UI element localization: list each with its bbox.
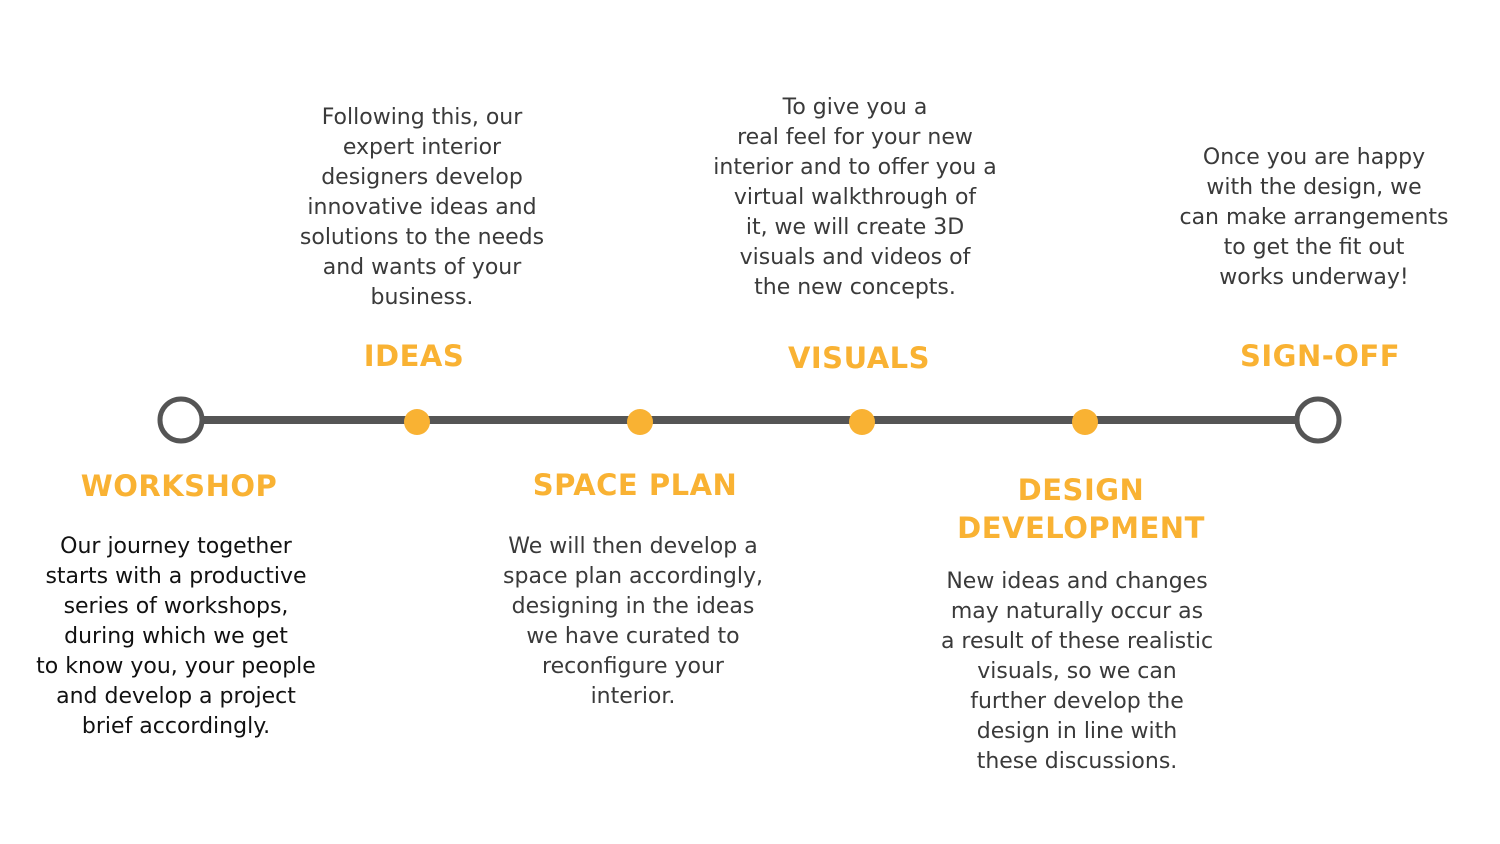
- stage-description-line: works underway!: [1219, 265, 1409, 290]
- stage-description-line: solutions to the needs: [299, 225, 545, 250]
- stage-description-line: interior and to offer you a: [713, 155, 997, 180]
- stage-description-line: series of workshops,: [63, 594, 289, 619]
- stage-title-ideas: IDEAS: [214, 337, 614, 375]
- stage-description-line: reconfigure your: [542, 654, 724, 679]
- stage-description-line: to get the fit out: [1223, 235, 1405, 260]
- stage-description-line: designing in the ideas: [511, 594, 755, 619]
- stage-description-line: Our journey together: [60, 534, 292, 559]
- stage-title-line: WORKSHOP: [80, 469, 278, 503]
- stage-description-line: visuals and videos of: [739, 245, 971, 270]
- stage-description-line: with the design, we: [1206, 175, 1422, 200]
- stage-description-workshop: Our journey together starts with a produc…: [6, 532, 346, 742]
- stage-description-line: can make arrangements: [1179, 205, 1449, 230]
- stage-description-space-plan: We will then develop a space plan accordi…: [463, 532, 803, 712]
- stage-description-line: Following this, our: [321, 105, 523, 130]
- stage-title-sign-off: SIGN-OFF: [1120, 337, 1500, 375]
- stage-description-line: design in line with: [976, 719, 1178, 744]
- stage-description-line: it, we will create 3D: [745, 215, 965, 240]
- timeline-dot-ideas: [404, 409, 430, 435]
- stage-description-line: real feel for your new: [737, 125, 973, 150]
- stage-description-line: space plan accordingly,: [503, 564, 763, 589]
- stage-title-visuals: VISUALS: [659, 339, 1059, 377]
- stage-description-visuals: To give you a real feel for your new inter…: [685, 93, 1025, 303]
- stage-title-line: VISUALS: [787, 341, 931, 375]
- stage-description-line: interior.: [590, 684, 676, 709]
- stage-description-line: designers develop: [321, 165, 523, 190]
- stage-description-line: a result of these realistic: [940, 629, 1214, 654]
- stage-description-line: Once you are happy: [1202, 145, 1426, 170]
- stage-description-line: innovative ideas and: [307, 195, 537, 220]
- stage-description-line: during which we get: [64, 624, 288, 649]
- stage-description-line: these discussions.: [976, 749, 1178, 774]
- stage-description-line: starts with a productive: [45, 564, 307, 589]
- timeline-endpoint-sign-off: [1294, 396, 1342, 444]
- stage-description-line: business.: [370, 285, 474, 310]
- stage-description-design-development: New ideas and changes may naturally occur…: [907, 567, 1247, 777]
- stage-title-line: IDEAS: [363, 339, 465, 373]
- timeline-dot-visuals: [849, 409, 875, 435]
- stage-description-line: We will then develop a: [508, 534, 758, 559]
- stage-description-line: To give you a: [782, 95, 928, 120]
- stage-description-line: expert interior: [342, 135, 502, 160]
- stage-title-workshop: WORKSHOP: [0, 467, 379, 505]
- stage-description-line: may naturally occur as: [950, 599, 1204, 624]
- stage-description-line: brief accordingly.: [81, 714, 271, 739]
- stage-description-line: virtual walkthrough of: [733, 185, 977, 210]
- stage-description-ideas: Following this, our expert interior design…: [252, 103, 592, 313]
- stage-description-sign-off: Once you are happy with the design, we can…: [1144, 143, 1484, 293]
- timeline-endpoint-workshop: [157, 396, 205, 444]
- stage-title-line: DESIGN: [1017, 473, 1145, 507]
- timeline-dot-space-plan: [627, 409, 653, 435]
- stage-description-line: the new concepts.: [754, 275, 956, 300]
- stage-title-design-development: DESIGN DEVELOPMENT: [881, 471, 1281, 547]
- stage-description-line: and develop a project: [56, 684, 296, 709]
- stage-description-line: New ideas and changes: [946, 569, 1208, 594]
- stage-description-line: further develop the: [970, 689, 1184, 714]
- stage-description-line: to know you, your people: [36, 654, 316, 679]
- timeline-dot-design-development: [1072, 409, 1098, 435]
- stage-title-space-plan: SPACE PLAN: [435, 466, 835, 504]
- stage-description-line: visuals, so we can: [977, 659, 1177, 684]
- stage-title-line: SIGN-OFF: [1239, 339, 1401, 373]
- stage-title-line: DEVELOPMENT: [957, 511, 1205, 545]
- stage-title-line: SPACE PLAN: [532, 468, 738, 502]
- stage-description-line: and wants of your: [322, 255, 522, 280]
- stage-description-line: we have curated to: [526, 624, 740, 649]
